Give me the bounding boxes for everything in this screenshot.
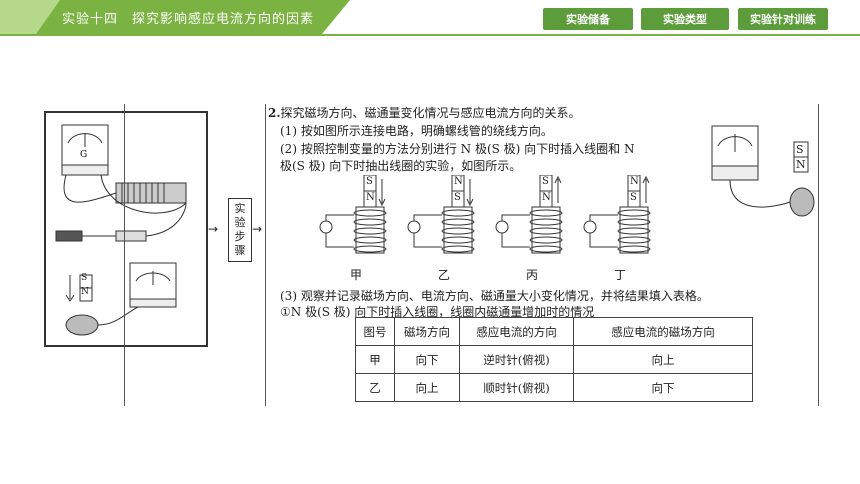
coil-3-magnet-bottom: N	[542, 192, 551, 203]
header-induced-field: 感应电流的磁场方向	[573, 317, 753, 346]
coil-1	[319, 175, 387, 254]
line-1-num: 2.	[268, 106, 281, 120]
table-header-row: 图号 磁场方向 感应电流的方向 感应电流的磁场方向	[355, 317, 753, 346]
arrow-right: →	[252, 222, 263, 236]
header-field-dir: 磁场方向	[394, 317, 460, 346]
left-magnet-top: S	[81, 273, 88, 283]
coil-2-magnet-bottom: S	[454, 192, 461, 203]
coil-4	[583, 175, 651, 254]
header-figure: 图号	[355, 317, 395, 346]
right-magnet-top: S	[796, 143, 804, 156]
tab-experiment-prep[interactable]: 实验储备	[543, 8, 633, 30]
steps-char-4: 骤	[234, 244, 246, 257]
table-row: 乙 向上 顺时针(俯视) 向下	[355, 373, 753, 402]
middle-divider	[265, 104, 266, 406]
line-2: (1) 按如图所示连接电路，明确螺线管的绕线方向。	[280, 124, 553, 138]
right-magnet-bottom: N	[796, 158, 806, 171]
cell: 顺时针(俯视)	[459, 373, 574, 402]
steps-char-1: 实	[234, 202, 246, 215]
header-divider	[0, 34, 860, 36]
line-3: (2) 按照控制变量的方法分别进行 N 极(S 极) 向下时插入线圈和 N	[280, 142, 635, 156]
coil-experiments	[319, 175, 651, 254]
page-title: 实验十四 探究影响感应电流方向的因素	[62, 12, 315, 27]
cell: 乙	[355, 373, 395, 402]
left-divider	[124, 104, 125, 406]
line-1-text: 探究磁场方向、磁通量变化情况与感应电流方向的关系。	[280, 106, 581, 120]
apparatus-panel: G S N	[44, 111, 208, 347]
top-bar: 实验十四 探究影响感应电流方向的因素 实验储备 实验类型 实验针对训练	[0, 0, 860, 36]
cell: 向上	[394, 373, 460, 402]
cell: 逆时针(俯视)	[459, 345, 574, 374]
coil-3-magnet-top: S	[542, 176, 549, 187]
coil-4-label: 丁	[614, 268, 627, 282]
tab-experiment-types[interactable]: 实验类型	[641, 8, 729, 30]
right-divider	[818, 104, 819, 406]
coil-2-label: 乙	[438, 268, 451, 282]
line-6: ①N 极(S 极) 向下时插入线圈，线圈内磁通量增加时的情况	[280, 305, 595, 319]
arrow-left: →	[208, 222, 219, 236]
header-current-dir: 感应电流的方向	[459, 317, 574, 346]
line-5: (3) 观察并记录磁场方向、电流方向、磁通量大小变化情况，并将结果填入表格。	[280, 289, 709, 303]
coil-1-label: 甲	[350, 268, 363, 282]
cell: 向上	[573, 345, 753, 374]
steps-char-2: 验	[234, 216, 246, 229]
tab-experiment-training[interactable]: 实验针对训练	[738, 8, 828, 30]
coil-3-label: 丙	[526, 268, 539, 282]
coil-3	[495, 175, 563, 254]
table-row: 甲 向下 逆时针(俯视) 向上	[355, 345, 753, 374]
circuit-diagram: G	[55, 124, 187, 336]
results-table: 图号 磁场方向 感应电流的方向 感应电流的磁场方向 甲 向下 逆时针(俯视) 向…	[355, 317, 753, 402]
right-apparatus	[711, 125, 815, 217]
cell: 向下	[573, 373, 753, 402]
line-1: 2.探究磁场方向、磁通量变化情况与感应电流方向的关系。	[268, 104, 581, 121]
steps-char-3: 步	[234, 230, 246, 243]
coil-1-magnet-top: S	[366, 176, 373, 187]
cell: 甲	[355, 345, 395, 374]
coil-1-magnet-bottom: N	[366, 192, 375, 203]
coil-2	[407, 175, 475, 254]
left-magnet-bottom: N	[81, 287, 89, 297]
line-4: 极(S 极) 向下时抽出线圈的实验，如图所示。	[280, 159, 522, 173]
svg-text:G: G	[80, 150, 87, 160]
coil-2-magnet-top: N	[454, 176, 463, 187]
title-band	[0, 0, 350, 34]
experiment-steps-label: 实 验 步 骤	[228, 198, 252, 262]
coil-4-magnet-bottom: S	[630, 192, 637, 203]
cell: 向下	[394, 345, 460, 374]
coil-4-magnet-top: N	[630, 176, 639, 187]
